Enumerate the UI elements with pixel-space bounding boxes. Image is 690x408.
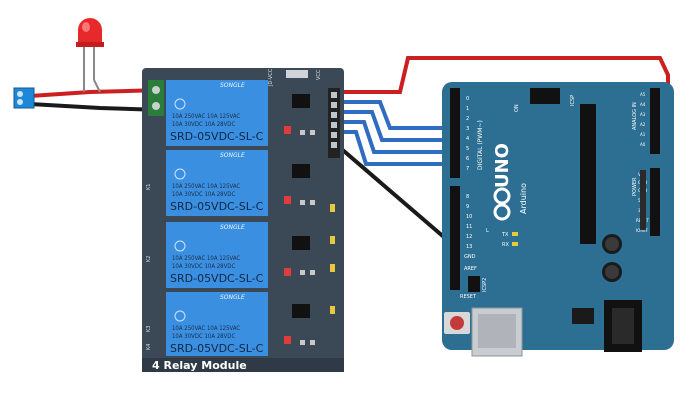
on-label: ON [514, 104, 520, 112]
svg-text:A4: A4 [640, 102, 646, 107]
relay-2-rating-2: 10A 30VDC 10A 28VDC [172, 191, 235, 198]
status-leds [284, 126, 291, 344]
power-label: POWER [632, 177, 638, 196]
arduino-infinity-logo [493, 187, 511, 221]
arduino-uno: 0 1 2 3 4 5 6 7 8 9 10 11 12 13 GND AREF… [442, 82, 674, 357]
aref-label: AREF [464, 266, 477, 272]
relay-module: 4 Relay Module JD-VCC VCC SONGLE 10A 250… [142, 68, 344, 372]
relay-4-model: SRD-05VDC-SL-C [170, 342, 264, 355]
svg-text:A5: A5 [640, 92, 646, 97]
relay-3-rating-1: 10A 250VAC 10A 125VAC [172, 255, 240, 262]
svg-text:5: 5 [466, 146, 469, 152]
jd-vcc-label: JD-VCC [268, 68, 274, 87]
relay-3: SONGLE 10A 250VAC 10A 125VAC 10A 30VDC 1… [166, 222, 268, 288]
arduino-brand: Arduino [519, 183, 528, 214]
svg-text:4: 4 [466, 136, 469, 142]
svg-text:10: 10 [466, 214, 472, 220]
analog-pin-labels: A5 A4 A3 A2 A1 A0 [640, 92, 646, 147]
icsp-label: ICSP [570, 95, 576, 106]
relay-4-rating-1: 10A 250VAC 10A 125VAC [172, 325, 240, 332]
black-wire-gnd [336, 144, 454, 246]
svg-text:8: 8 [466, 194, 469, 200]
reset-button[interactable] [444, 312, 470, 334]
svg-text:A0: A0 [640, 142, 646, 147]
svg-text:IOREF: IOREF [636, 228, 649, 233]
tx-label: TX [501, 232, 509, 238]
svg-text:A3: A3 [640, 112, 646, 117]
gnd-label: GND [464, 254, 476, 260]
reset-label: RESET [460, 294, 477, 300]
relay-3-model: SRD-05VDC-SL-C [170, 272, 264, 285]
svg-text:A2: A2 [640, 122, 646, 127]
icsp2-label: ICSP2 [482, 278, 488, 292]
uno-logo-text: UNO [492, 143, 513, 188]
analog-in-label: ANALOG IN [632, 102, 638, 130]
optocouplers [292, 94, 310, 318]
relay-2-model: SRD-05VDC-SL-C [170, 200, 264, 213]
blue-signal-wires [338, 100, 452, 166]
channel-label-k4: K4 [146, 344, 152, 350]
relay-module-title: 4 Relay Module [152, 359, 247, 372]
svg-text:11: 11 [466, 224, 472, 230]
channel-label-k2: K2 [146, 256, 152, 262]
svg-text:12: 12 [466, 234, 472, 240]
relay-screw-terminals [148, 80, 164, 116]
relay-4: SONGLE 10A 250VAC 10A 125VAC 10A 30VDC 1… [166, 292, 268, 356]
svg-text:0: 0 [466, 96, 469, 102]
svg-text:9: 9 [466, 204, 469, 210]
digital-pin-labels: 0 1 2 3 4 5 6 7 8 9 10 11 12 13 [466, 96, 472, 250]
relay-3-brand: SONGLE [220, 224, 245, 231]
relay-2-rating-1: 10A 250VAC 10A 125VAC [172, 183, 240, 190]
relay-2: SONGLE 10A 250VAC 10A 125VAC 10A 30VDC 1… [166, 150, 268, 216]
relay-1-rating-2: 10A 30VDC 10A 28VDC [172, 121, 235, 128]
red-led [76, 18, 104, 93]
black-wire-source-to-relay [29, 102, 163, 112]
relay-1: SONGLE 10A 250VAC 10A 125VAC 10A 30VDC 1… [166, 80, 268, 146]
channel-label-k3: K3 [146, 326, 152, 332]
svg-text:2: 2 [466, 116, 469, 122]
svg-text:3: 3 [466, 126, 469, 132]
red-wire-led-to-relay [29, 88, 163, 98]
svg-text:13: 13 [466, 244, 472, 250]
led-l-label: L [486, 228, 489, 234]
relay-1-brand: SONGLE [220, 82, 245, 89]
svg-text:7: 7 [466, 166, 469, 172]
relay-2-brand: SONGLE [220, 152, 245, 159]
svg-text:1: 1 [466, 106, 469, 112]
relay-1-model: SRD-05VDC-SL-C [170, 130, 264, 143]
svg-text:A1: A1 [640, 132, 646, 137]
relay-4-rating-2: 10A 30VDC 10A 28VDC [172, 333, 235, 340]
relay-1-rating-1: 10A 250VAC 10A 125VAC [172, 113, 240, 120]
digital-pwm-label: DIGITAL (PWM~) [477, 120, 484, 170]
svg-text:6: 6 [466, 156, 469, 162]
atmega-chip [580, 104, 596, 244]
relay-3-rating-2: 10A 30VDC 10A 28VDC [172, 263, 235, 270]
channel-label-k1: K1 [146, 184, 152, 190]
vcc-label: VCC [316, 69, 322, 80]
relay-4-brand: SONGLE [220, 294, 245, 301]
power-screw-terminal [13, 87, 35, 109]
rx-label: RX [502, 242, 509, 248]
